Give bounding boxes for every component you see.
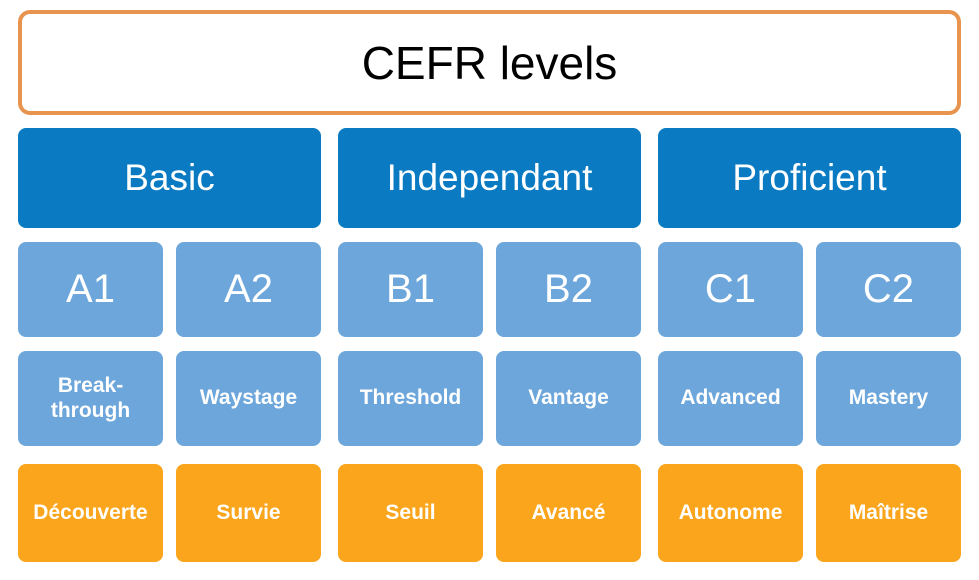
- group-proficient-columns: C1 Advanced Autonome C2 Mastery Maîtrise: [658, 242, 961, 562]
- level-name-c2: Mastery: [816, 351, 961, 446]
- level-french-a2: Survie: [176, 464, 321, 562]
- group-basic: Basic A1 Break-through Découverte A2 Way…: [18, 128, 321, 562]
- column-a2: A2 Waystage Survie: [176, 242, 321, 562]
- level-code-c1: C1: [658, 242, 803, 337]
- level-name-a2: Waystage: [176, 351, 321, 446]
- group-header-proficient: Proficient: [658, 128, 961, 228]
- page-title: CEFR levels: [361, 36, 618, 89]
- level-name-a1: Break-through: [18, 351, 163, 446]
- level-french-c2: Maîtrise: [816, 464, 961, 562]
- column-c2: C2 Mastery Maîtrise: [816, 242, 961, 562]
- level-name-c1: Advanced: [658, 351, 803, 446]
- column-b2: B2 Vantage Avancé: [496, 242, 641, 562]
- column-a1: A1 Break-through Découverte: [18, 242, 163, 562]
- group-basic-columns: A1 Break-through Découverte A2 Waystage …: [18, 242, 321, 562]
- level-french-b1: Seuil: [338, 464, 483, 562]
- level-french-c1: Autonome: [658, 464, 803, 562]
- group-proficient: Proficient C1 Advanced Autonome C2 Maste…: [658, 128, 961, 562]
- level-groups: Basic A1 Break-through Découverte A2 Way…: [18, 128, 961, 562]
- title-box: CEFR levels: [18, 10, 961, 115]
- level-code-c2: C2: [816, 242, 961, 337]
- level-french-a1: Découverte: [18, 464, 163, 562]
- level-code-a1: A1: [18, 242, 163, 337]
- level-french-b2: Avancé: [496, 464, 641, 562]
- level-name-b2: Vantage: [496, 351, 641, 446]
- column-b1: B1 Threshold Seuil: [338, 242, 483, 562]
- group-header-independant: Independant: [338, 128, 641, 228]
- level-code-a2: A2: [176, 242, 321, 337]
- level-code-b1: B1: [338, 242, 483, 337]
- group-independant-columns: B1 Threshold Seuil B2 Vantage Avancé: [338, 242, 641, 562]
- column-c1: C1 Advanced Autonome: [658, 242, 803, 562]
- level-name-b1: Threshold: [338, 351, 483, 446]
- group-independant: Independant B1 Threshold Seuil B2 Vantag…: [338, 128, 641, 562]
- level-code-b2: B2: [496, 242, 641, 337]
- group-header-basic: Basic: [18, 128, 321, 228]
